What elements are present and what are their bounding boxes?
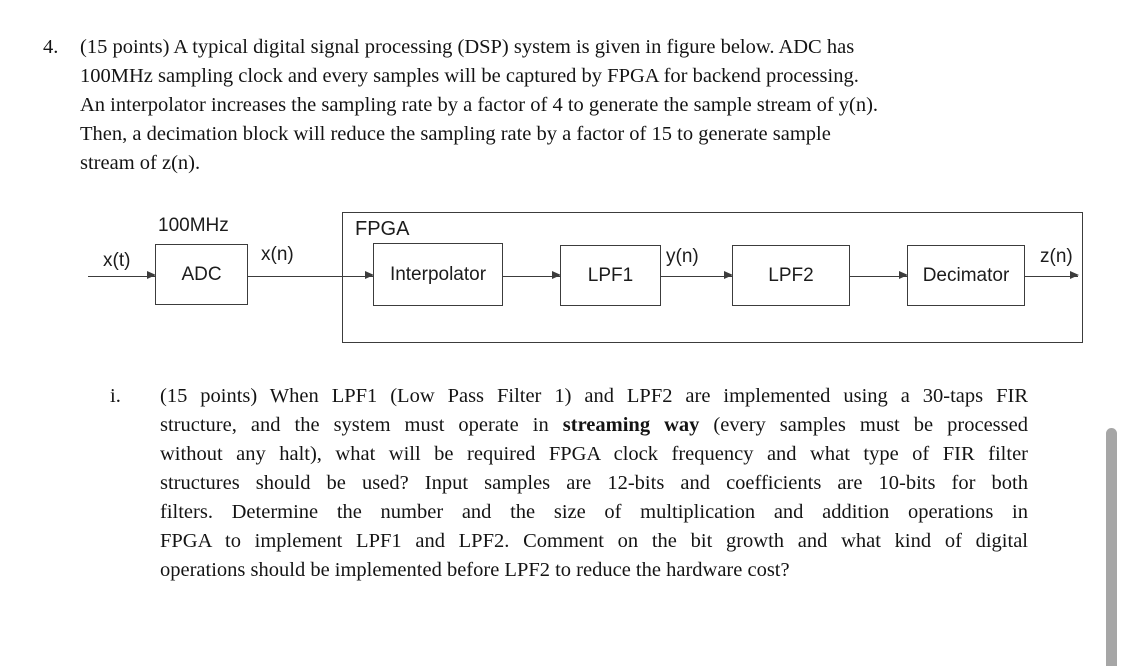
signal-label-xt: x(t) bbox=[103, 250, 131, 271]
signal-label-yn: y(n) bbox=[666, 246, 699, 267]
lpf1-block-label: LPF1 bbox=[587, 264, 634, 286]
question-text-line: (15 points) A typical digital signal pro… bbox=[80, 36, 855, 58]
subquestion-text-line: without any halt), what will be required… bbox=[160, 443, 1028, 465]
interpolator-block-label: Interpolator bbox=[389, 263, 487, 285]
connector-arrow-interpolator-to-lpf1 bbox=[503, 271, 561, 280]
decimator-block-label: Decimator bbox=[922, 264, 1010, 286]
clock-rate-label: 100MHz bbox=[158, 215, 229, 236]
subquestion-text-line: FPGA to implement LPF1 and LPF2. Comment… bbox=[160, 530, 1028, 552]
connector-arrow-lpf1-to-lpf2 bbox=[661, 271, 733, 280]
lpf2-block-label: LPF2 bbox=[768, 264, 814, 286]
interpolator-block: Interpolator bbox=[373, 243, 503, 306]
fpga-label: FPGA bbox=[355, 218, 410, 240]
signal-label-xn: x(n) bbox=[261, 244, 294, 265]
subquestion-text-segment: structure, and the system must operate i… bbox=[160, 414, 563, 436]
question-text: (15 points) A typical digital signal pro… bbox=[80, 33, 1055, 178]
subquestion-text-line: structure, and the system must operate i… bbox=[160, 411, 1028, 440]
question-text-line: Then, a decimation block will reduce the… bbox=[80, 123, 831, 145]
question-number: 4. bbox=[43, 36, 59, 58]
connector-arrow-input-to-adc bbox=[88, 271, 156, 280]
subquestion-text-line: (15 points) When LPF1 (Low Pass Filter 1… bbox=[160, 385, 1028, 407]
subquestion-text-line: filters. Determine the number and the si… bbox=[160, 501, 1028, 523]
adc-block-label: ADC bbox=[181, 263, 222, 285]
subquestion-text: (15 points) When LPF1 (Low Pass Filter 1… bbox=[160, 382, 1028, 585]
signal-label-zn: z(n) bbox=[1040, 246, 1073, 267]
fpga-container-box: FPGA bbox=[342, 212, 1083, 343]
lpf2-block: LPF2 bbox=[732, 245, 850, 306]
subquestion-text-line: structures should be used? Input samples… bbox=[160, 472, 1028, 494]
subquestion-text-segment: (every samples must be processed bbox=[699, 414, 1028, 436]
question-text-line: 100MHz sampling clock and every samples … bbox=[80, 65, 859, 87]
question-text-line: stream of z(n). bbox=[80, 152, 201, 174]
connector-arrow-lpf2-to-decimator bbox=[850, 271, 908, 280]
subquestion-number: i. bbox=[110, 385, 121, 407]
decimator-block: Decimator bbox=[907, 245, 1025, 306]
scrollbar-thumb[interactable] bbox=[1106, 428, 1117, 666]
lpf1-block: LPF1 bbox=[560, 245, 661, 306]
subquestion-text-line: operations should be implemented before … bbox=[160, 559, 790, 581]
subquestion-bold-text: streaming way bbox=[562, 414, 700, 436]
question-text-line: An interpolator increases the sampling r… bbox=[80, 94, 879, 116]
adc-block: ADC bbox=[155, 244, 248, 305]
connector-arrow-decimator-to-output bbox=[1025, 271, 1079, 280]
connector-arrow-adc-to-interpolator bbox=[248, 271, 374, 280]
